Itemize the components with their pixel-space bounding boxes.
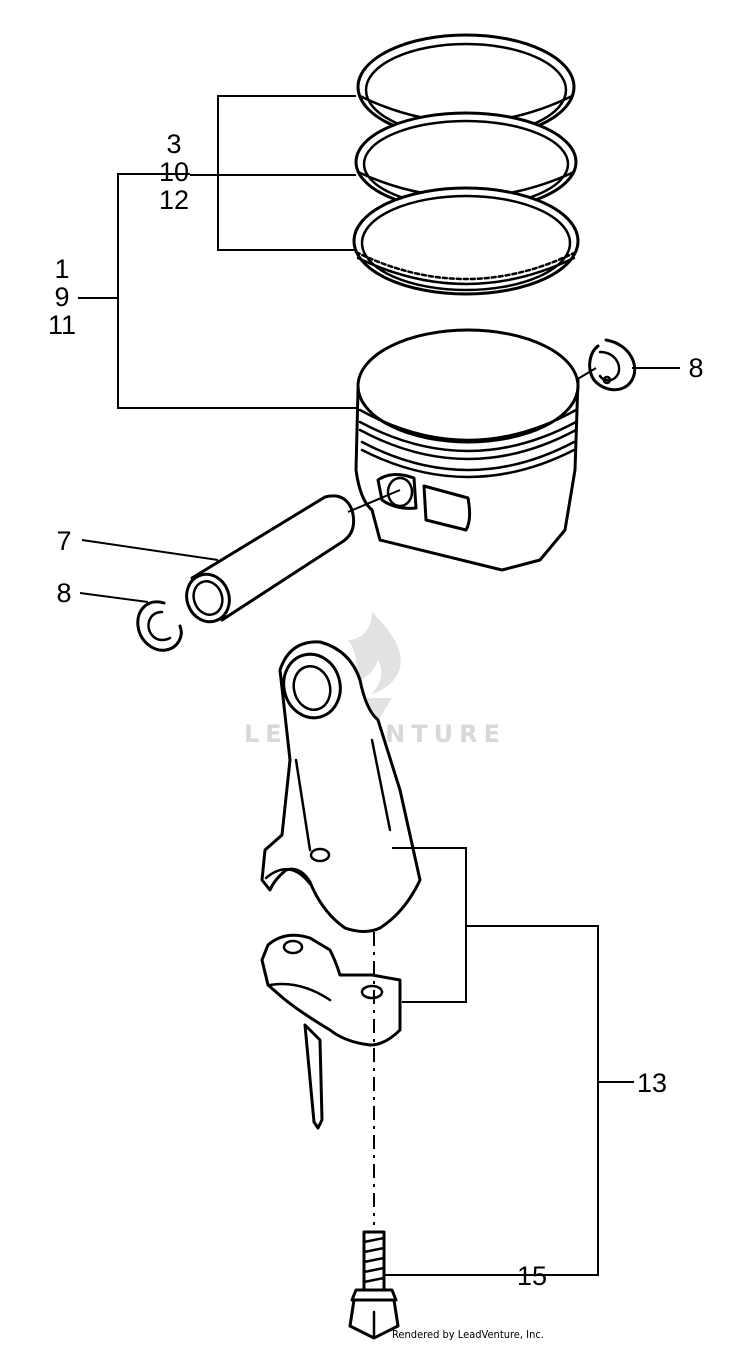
callout-13: 13: [637, 1068, 667, 1098]
rings-bracket: [217, 95, 356, 251]
piston-rings: [352, 33, 580, 296]
pin-to-piston-line: [347, 489, 401, 513]
piston-ring-oil: [352, 186, 580, 296]
connecting-rod-cap: [260, 933, 402, 1130]
callout-8-left: 8: [56, 578, 71, 608]
circlip-right-leader: [575, 367, 597, 381]
circlip-right: [588, 338, 637, 392]
circlip-left: [136, 600, 183, 652]
circlip-left-leader: [79, 592, 149, 603]
callout-15: 15: [517, 1261, 547, 1291]
render-credit: Rendered by LeadVenture, Inc.: [392, 1328, 544, 1341]
piston: [354, 328, 580, 572]
pin-leader: [81, 539, 219, 561]
callout-10: 10: [159, 157, 189, 187]
leader-lines: [78, 95, 680, 1276]
callout-8-right: 8: [688, 353, 703, 383]
callout-11: 11: [48, 310, 76, 340]
callout-9: 9: [54, 282, 69, 312]
rod-bolt: [348, 1230, 400, 1340]
callout-7: 7: [56, 526, 71, 556]
piston-bracket: [117, 173, 356, 409]
piston-pin: [185, 494, 356, 624]
assembly-bracket: [384, 925, 599, 1276]
callouts: 3 10 12 1 9 11 8 7 8 13 15: [48, 129, 704, 1291]
callout-1: 1: [54, 254, 69, 284]
callout-12: 12: [159, 185, 189, 215]
callout-3: 3: [166, 129, 181, 159]
connecting-rod: [260, 640, 422, 933]
